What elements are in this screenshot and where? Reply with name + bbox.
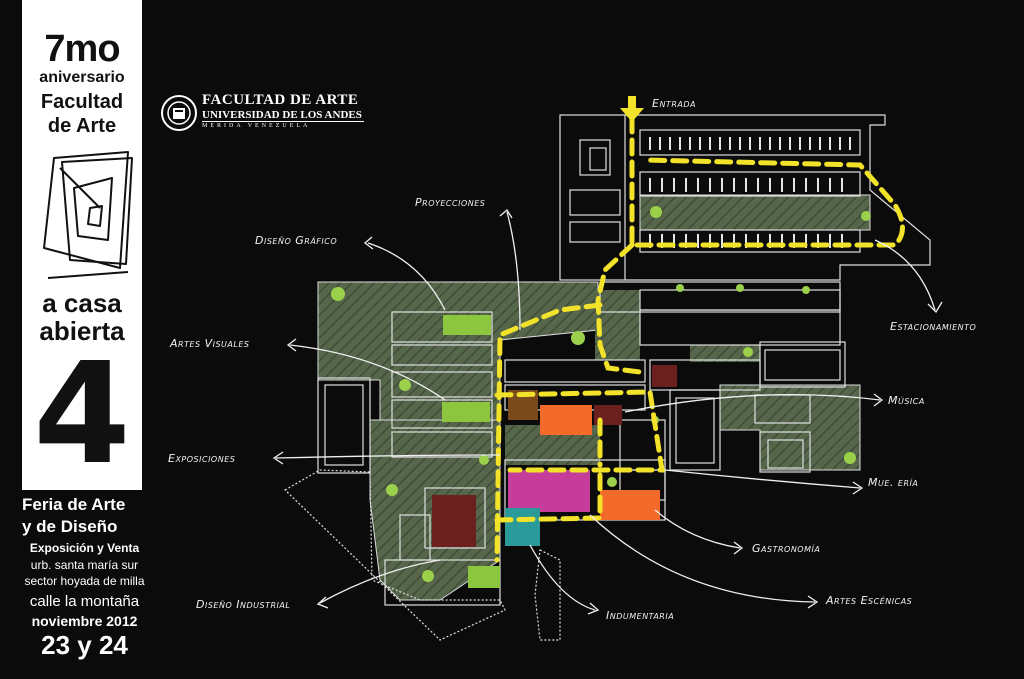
zone-artes-visuales: [442, 402, 490, 422]
institution-city: MÉRIDA VENEZUELA: [202, 123, 311, 129]
institution-rule: [202, 121, 364, 122]
zone-exposiciones: [540, 405, 592, 435]
month-text: noviembre 2012: [31, 613, 138, 629]
zone-garden: [468, 566, 500, 588]
zone-gastronomia: [600, 490, 660, 520]
zone-diseno-industrial: [432, 495, 476, 547]
label-entrada: Entrada: [652, 97, 696, 110]
feria-line1: Feria de Arte: [22, 495, 126, 514]
colored-zones: [432, 315, 677, 588]
casa-line2: abierta: [39, 316, 125, 346]
zone-musica-b: [652, 365, 677, 387]
label-diseno-industrial: Diseño Industrial: [196, 598, 291, 611]
building-outlines: [284, 114, 931, 641]
zone-indumentaria: [505, 508, 540, 546]
feria-line2: y de Diseño: [22, 517, 118, 536]
label-indumentaria: Indumentaria: [606, 609, 675, 622]
label-gastronomia: Gastronomía: [752, 542, 821, 555]
route-path: [494, 115, 905, 563]
big-number: 4: [33, 333, 131, 496]
faculty-line2: de Arte: [47, 115, 117, 137]
zone-diseno-grafico: [443, 315, 491, 335]
institution-university: UNIVERSIDAD DE LOS ANDES: [202, 109, 362, 121]
label-exposiciones: Exposiciones: [168, 452, 236, 465]
label-muebleria: Mue. ería: [868, 476, 919, 489]
address-line3: calle la montaña: [29, 593, 140, 610]
trees: [331, 206, 871, 582]
callout-arrows: [272, 209, 943, 615]
label-estacionamiento: Estacionamiento: [890, 320, 977, 333]
anniversary-number: 7mo: [44, 28, 120, 70]
label-musica: Música: [888, 394, 925, 407]
sketch-logo-icon: [43, 151, 133, 279]
label-artes-visuales: Artes Visuales: [170, 337, 250, 350]
university-seal-icon: [161, 95, 197, 131]
label-artes-escenicas: Artes Escénicas: [826, 594, 913, 607]
anniversary-word: aniversario: [39, 69, 125, 86]
address-line1: urb. santa maría sur: [30, 558, 139, 572]
days-text: 23 y 24: [41, 630, 128, 660]
entrance-arrow-icon: [620, 96, 644, 122]
label-diseno-grafico: Diseño Gráfico: [255, 234, 338, 247]
left-panel: 7mo aniversario Facultad de Arte a casa …: [0, 0, 150, 679]
parking-lot: [649, 137, 851, 248]
casa-line1: a casa: [42, 288, 122, 318]
expo-text: Exposición y Venta: [29, 541, 140, 555]
address-line2: sector hoyada de milla: [24, 574, 145, 588]
faculty-line1: Facultad: [40, 91, 124, 113]
zone-artes-escenicas: [508, 470, 590, 512]
institution-name: FACULTAD DE ARTE: [202, 92, 359, 108]
label-proyecciones: Proyecciones: [415, 196, 486, 209]
